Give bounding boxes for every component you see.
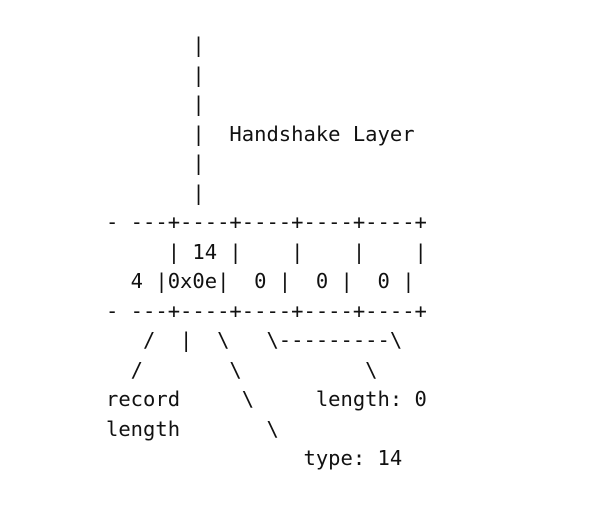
diagram-row-vertical-line-2: |: [106, 62, 205, 87]
diagram-row-length-word: length \: [106, 416, 279, 441]
diagram-row-bottom-border: - ---+----+----+----+----+: [106, 298, 427, 323]
diagram-row-vertical-line-4: |: [106, 151, 205, 175]
diagram-row-record-and-length-label: record \ length: 0: [106, 387, 427, 411]
diagram-row-vertical-line-5: |: [106, 180, 205, 205]
diagram-row-top-border: - ---+----+----+----+----+: [106, 210, 427, 234]
diagram-row-type-label: type: 14: [106, 446, 403, 470]
diagram-row-pointer-lines-1: / | \ \---------\: [106, 328, 403, 352]
diagram-row-field-values: 4 |0x0e| 0 | 0 | 0 |: [106, 269, 415, 293]
diagram-row-pointer-lines-2: / \ \: [106, 357, 378, 382]
diagram-row-vertical-line-3: |: [106, 92, 205, 116]
diagram-row-vertical-line-1: |: [106, 33, 205, 57]
diagram-row-type-decimal: | 14 | | | |: [106, 239, 427, 264]
diagram-row-handshake-layer-title: | Handshake Layer: [106, 121, 415, 146]
